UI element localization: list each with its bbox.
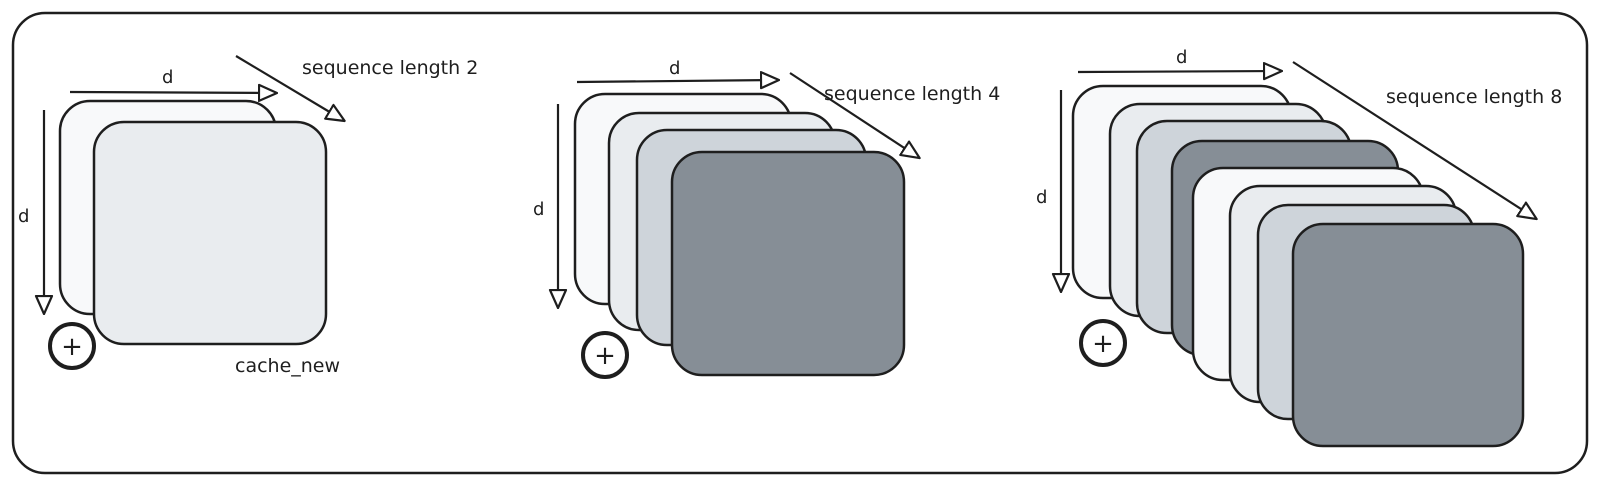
svg-text:+: + bbox=[594, 341, 616, 371]
d-label-left: d bbox=[18, 206, 29, 227]
d-label-top: d bbox=[669, 58, 680, 79]
cache-new-label: cache_new bbox=[235, 355, 340, 377]
card-stack bbox=[58, 99, 328, 346]
sequence-length-label: sequence length 4 bbox=[824, 83, 1000, 105]
sequence-arrow bbox=[1292, 61, 1535, 218]
d-arrow-horizontal bbox=[1077, 71, 1280, 72]
cache-card bbox=[670, 150, 906, 377]
plus-circle-icon: + bbox=[581, 331, 629, 379]
sequence-length-label: sequence length 2 bbox=[302, 57, 478, 79]
sequence-arrow bbox=[789, 72, 918, 157]
panel-seq-4: d d sequence length 4 + bbox=[533, 58, 1000, 379]
sequence-arrow bbox=[235, 55, 343, 120]
svg-text:+: + bbox=[1092, 329, 1114, 359]
sequence-length-label: sequence length 8 bbox=[1386, 86, 1562, 108]
card-stack bbox=[1071, 84, 1525, 448]
svg-text:+: + bbox=[61, 332, 83, 362]
plus-circle-icon: + bbox=[48, 322, 96, 370]
cache-card bbox=[1291, 222, 1525, 448]
d-arrow-horizontal bbox=[69, 92, 275, 93]
d-label-left: d bbox=[1036, 187, 1047, 208]
d-arrow-horizontal bbox=[576, 80, 777, 82]
d-label-top: d bbox=[162, 67, 173, 88]
plus-circle-icon: + bbox=[1079, 319, 1127, 367]
panel-seq-2: d d sequence length 2 cache_new + bbox=[18, 55, 478, 377]
cache-card bbox=[92, 120, 328, 346]
d-label-top: d bbox=[1176, 47, 1187, 68]
card-stack bbox=[573, 92, 906, 377]
d-label-left: d bbox=[533, 199, 544, 220]
panel-seq-8: d d sequence length 8 + bbox=[1036, 47, 1562, 448]
